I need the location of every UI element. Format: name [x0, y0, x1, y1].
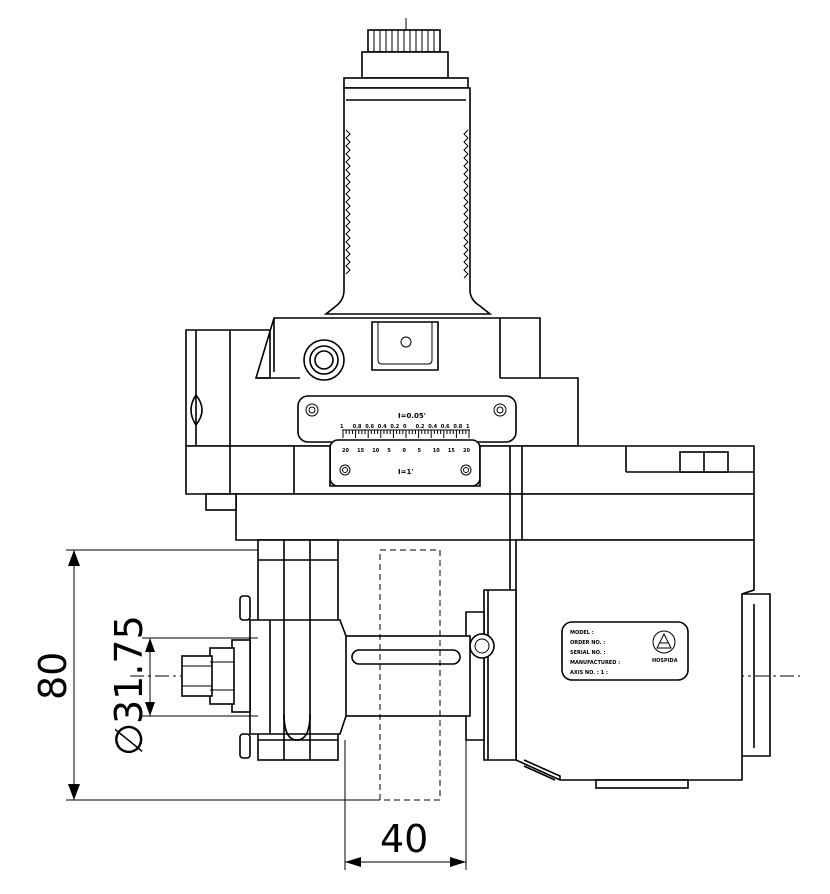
dimension-height: 80	[31, 549, 380, 801]
collet-nut	[181, 639, 251, 713]
scale-lower-tick-label: 15	[448, 448, 455, 454]
scale-upper-label: I=0.05'	[398, 412, 426, 420]
scale-upper-tick-label: 0.6	[365, 424, 374, 430]
dimension-diameter: ∅ 31.75	[107, 615, 258, 756]
scale-upper-tick-label: 0.6	[441, 424, 450, 430]
dimension-width-value: 40	[380, 817, 428, 861]
nameplate-row: MODEL :	[570, 630, 594, 636]
output-flange	[465, 589, 517, 761]
scale-lower-tick-label: 5	[418, 448, 422, 454]
scale-upper-tick-label: 0	[403, 424, 407, 430]
scale-plate-lower: 20 15 10 5 0 5 10 15 20 I=1'	[329, 439, 481, 487]
scale-lower-tick-label: 10	[372, 448, 379, 454]
scale-upper-tick-label: 0.8	[353, 424, 362, 430]
output-shaft	[339, 549, 471, 801]
spline-shank	[323, 29, 493, 315]
nameplate: MODEL : ORDER NO. : SERIAL NO. : MANUFACTUR…	[561, 621, 689, 681]
nameplate-row: ORDER NO. :	[570, 640, 605, 646]
brand-name: HOSPIDA	[652, 658, 678, 664]
scale-lower-tick-label: 20	[342, 448, 349, 454]
scale-upper-tick-label: 0.4	[428, 424, 437, 430]
scale-upper-tick-label: 1	[466, 424, 470, 430]
nameplate-row: MANUFACTURED :	[570, 660, 620, 666]
dimension-width: 40	[344, 740, 467, 870]
scale-lower-label: I=1'	[398, 468, 413, 476]
scale-lower-tick-label: 0	[403, 448, 407, 454]
scale-lower-tick-label: 15	[357, 448, 364, 454]
middle-flange	[185, 445, 755, 495]
scale-upper-tick-label: 1	[340, 424, 344, 430]
dimension-diameter-value: 31.75	[107, 615, 151, 724]
tool-adapter	[239, 539, 347, 761]
nameplate-row: AXIS NO. : 1 :	[570, 670, 608, 676]
scale-lower-tick-label: 20	[463, 448, 470, 454]
dimension-diameter-symbol: ∅	[107, 723, 151, 756]
nameplate-row: SERIAL NO. :	[570, 650, 606, 656]
scale-upper-tick-label: 0.8	[453, 424, 462, 430]
scale-upper-tick-label: 0.4	[378, 424, 387, 430]
scale-lower-tick-label: 5	[387, 448, 391, 454]
scale-upper-tick-label: 0.2	[390, 424, 399, 430]
dimension-height-value: 80	[31, 652, 75, 700]
scale-upper-tick-label: 0.2	[416, 424, 425, 430]
scale-lower-tick-label: 10	[433, 448, 440, 454]
brand-logo	[652, 630, 676, 654]
